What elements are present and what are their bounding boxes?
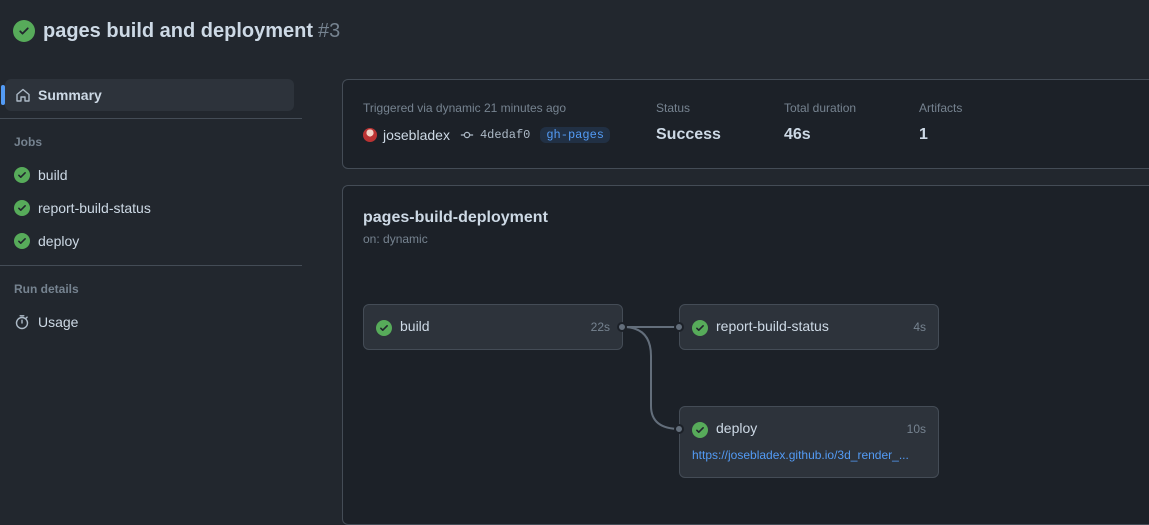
workflow-graph-card: pages-build-deployment on: dynamic build… (342, 185, 1149, 525)
workflow-name: pages-build-deployment (363, 209, 548, 226)
job-duration: 10s (906, 422, 926, 436)
sidebar-item-usage[interactable]: Usage (14, 311, 78, 333)
job-duration: 4s (913, 320, 926, 334)
graph-job-build[interactable]: build 22s (363, 304, 623, 350)
job-name: report-build-status (716, 318, 829, 334)
sidebar-item-summary[interactable]: Summary (1, 79, 294, 111)
sidebar-item-label: Summary (38, 87, 102, 103)
commit-sha-link[interactable]: 4dedaf0 (479, 128, 531, 142)
job-name: build (400, 318, 430, 334)
status-label: Status (656, 101, 691, 115)
success-check-icon (692, 320, 708, 336)
duration-label: Total duration (784, 101, 857, 115)
run-summary-card: Triggered via dynamic 21 minutes ago jos… (342, 79, 1149, 169)
run-number: #3 (318, 19, 341, 42)
trigger-text: Triggered via dynamic 21 minutes ago (363, 101, 566, 115)
sidebar-item-label: build (38, 167, 68, 183)
deployment-url-link[interactable]: https://josebladex.github.io/3d_render_.… (692, 448, 909, 462)
duration-value[interactable]: 46s (784, 126, 811, 143)
success-check-icon (13, 20, 35, 42)
input-node (674, 322, 684, 332)
success-check-icon (692, 422, 708, 438)
sidebar-item-label: report-build-status (38, 200, 151, 216)
job-duration: 22s (590, 320, 610, 334)
success-check-icon (376, 320, 392, 336)
job-name: deploy (716, 420, 758, 436)
divider (0, 118, 302, 119)
success-check-icon (14, 200, 30, 216)
success-check-icon (14, 233, 30, 249)
avatar[interactable] (363, 128, 377, 142)
jobs-heading: Jobs (14, 135, 43, 149)
branch-badge[interactable]: gh-pages (540, 127, 610, 143)
sidebar-item-label: deploy (38, 233, 80, 249)
active-indicator (1, 85, 5, 105)
graph-job-report-build-status[interactable]: report-build-status 4s (679, 304, 939, 350)
divider (0, 265, 302, 266)
sidebar-item-report-build-status[interactable]: report-build-status (14, 197, 151, 219)
trigger-details: josebladex 4dedaf0 gh-pages (363, 127, 610, 143)
input-node (674, 424, 684, 434)
stopwatch-icon (15, 315, 29, 330)
git-commit-icon (460, 131, 474, 139)
run-header: pages build and deployment#3 (13, 18, 340, 44)
sidebar-item-build[interactable]: build (14, 164, 68, 186)
artifacts-value[interactable]: 1 (919, 126, 928, 143)
workflow-trigger: on: dynamic (363, 232, 428, 246)
run-details-heading: Run details (14, 282, 79, 296)
sidebar-item-deploy[interactable]: deploy (14, 230, 79, 252)
status-value: Success (656, 126, 721, 143)
home-icon (16, 88, 30, 102)
artifacts-label: Artifacts (919, 101, 963, 115)
output-node (617, 322, 627, 332)
actor-link[interactable]: josebladex (383, 127, 450, 143)
sidebar-item-label: Usage (38, 314, 79, 330)
graph-job-deploy[interactable]: deploy 10s https://josebladex.github.io/… (679, 406, 939, 478)
page-title: pages build and deployment#3 (43, 19, 341, 42)
success-check-icon (14, 167, 30, 183)
